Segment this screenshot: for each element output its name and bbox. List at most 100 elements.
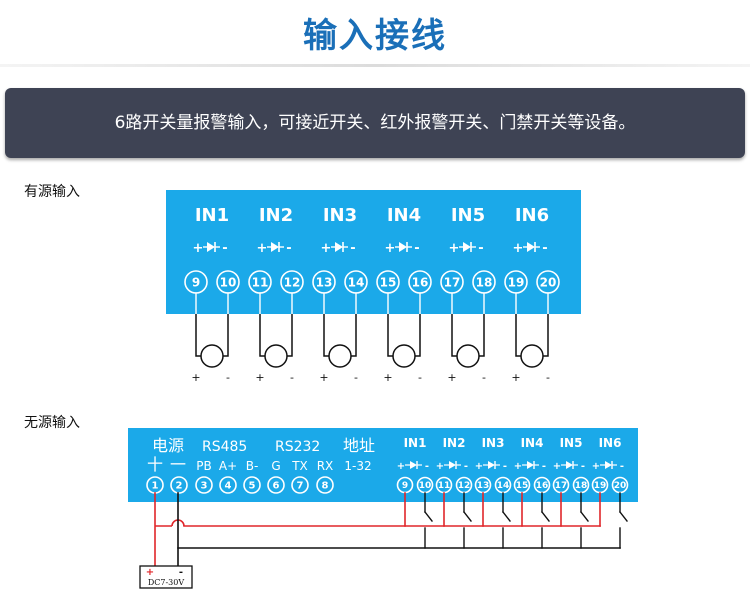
sublabel-十: 十 <box>147 455 163 474</box>
sensor-wire-left <box>259 314 265 357</box>
terminal-number: 20 <box>614 481 627 491</box>
sensor-wire-right <box>223 314 229 357</box>
polarity-minus: - <box>546 371 550 384</box>
sublabel-G: G <box>271 459 280 473</box>
diode-triangle <box>463 242 471 252</box>
sublabel-1-32: 1-32 <box>344 459 371 473</box>
diode-minus: - <box>542 241 547 256</box>
passive-channel-IN1: IN1 <box>404 436 427 450</box>
terminal-number: 6 <box>273 481 280 492</box>
diode-minus: - <box>414 241 419 256</box>
switch-blade <box>580 511 589 522</box>
diode-plus: + <box>321 241 332 256</box>
sensor-wire-left <box>195 314 201 357</box>
active-channel-IN4: IN4 <box>387 205 421 226</box>
supply-plus: + <box>146 567 154 578</box>
terminal-number: 19 <box>508 275 525 289</box>
diode-plus: + <box>397 461 405 472</box>
terminal-number: 2 <box>176 481 183 492</box>
terminal-3 <box>195 476 213 494</box>
active-channel-IN6: IN6 <box>515 205 549 226</box>
sensor-wire-left <box>451 314 457 357</box>
terminal-number: 4 <box>225 481 232 492</box>
page-title: 输入接线 <box>303 16 447 56</box>
terminal-number: 11 <box>252 275 269 289</box>
polarity-plus: + <box>255 371 264 384</box>
diode-triangle <box>399 242 407 252</box>
terminal-6 <box>267 476 285 494</box>
diode-minus: - <box>503 461 507 472</box>
passive-channel-IN4: IN4 <box>521 436 544 450</box>
passive-channel-IN3: IN3 <box>482 436 505 450</box>
diode-triangle <box>605 461 612 469</box>
passive-channel-IN2: IN2 <box>443 436 466 450</box>
diode-triangle <box>488 461 495 469</box>
diode-plus: + <box>553 461 561 472</box>
terminal-8 <box>316 476 334 494</box>
polarity-plus: + <box>191 371 200 384</box>
polarity-plus: + <box>383 371 392 384</box>
group-address: 地址 <box>343 436 375 455</box>
terminal-number: 10 <box>419 481 432 491</box>
diode-plus: + <box>385 241 396 256</box>
terminal-number: 1 <box>152 481 159 492</box>
terminal-number: 13 <box>316 275 333 289</box>
group-rs485: RS485 <box>202 439 247 455</box>
diode-triangle <box>271 242 279 252</box>
passive-channel-IN5: IN5 <box>560 436 583 450</box>
diode-plus: + <box>513 241 524 256</box>
active-diode-IN5: +- <box>449 241 484 256</box>
diode-triangle <box>527 242 535 252</box>
terminal-number: 14 <box>348 275 365 289</box>
title-divider <box>0 64 750 67</box>
switch-blade <box>619 511 628 522</box>
terminal-number: 9 <box>192 275 200 289</box>
passive-diode-IN1: +- <box>397 461 429 472</box>
sublabel-B-: B- <box>246 459 259 473</box>
active-channel-IN2: IN2 <box>259 205 293 226</box>
active-sensor-IN2 <box>264 344 288 368</box>
terminal-number: 9 <box>402 481 408 491</box>
terminal-number: 17 <box>444 275 461 289</box>
polarity-plus: + <box>447 371 456 384</box>
passive-input-label: 无源输入 <box>24 415 80 431</box>
polarity-minus: - <box>418 371 422 384</box>
active-sensor-IN3 <box>328 344 352 368</box>
terminal-2 <box>170 476 188 494</box>
polarity-plus: + <box>511 371 520 384</box>
active-channel-IN5: IN5 <box>451 205 485 226</box>
banner-text: 6路开关量报警输入，可接近开关、红外报警开关、门禁开关等设备。 <box>114 113 636 133</box>
diode-minus: - <box>478 241 483 256</box>
terminal-number: 15 <box>380 275 397 289</box>
active-diode-IN4: +- <box>385 241 420 256</box>
active-diode-IN2: +- <box>257 241 292 256</box>
passive-diode-IN2: +- <box>436 461 468 472</box>
diode-triangle <box>527 461 534 469</box>
terminal-number: 15 <box>516 481 529 491</box>
terminal-number: 10 <box>220 275 237 289</box>
passive-diode-IN6: +- <box>592 461 624 472</box>
passive-diode-IN4: +- <box>514 461 546 472</box>
diode-minus: - <box>350 241 355 256</box>
sensor-wire-right <box>351 314 357 357</box>
diode-triangle <box>566 461 573 469</box>
terminal-number: 3 <box>201 481 208 492</box>
active-diode-IN3: +- <box>321 241 356 256</box>
supply-minus: - <box>179 567 183 578</box>
sublabel-一: 一 <box>170 455 186 474</box>
diode-plus: + <box>257 241 268 256</box>
terminal-number: 14 <box>497 481 510 491</box>
sensor-wire-left <box>323 314 329 357</box>
active-channel-IN3: IN3 <box>323 205 357 226</box>
diode-plus: + <box>193 241 204 256</box>
diode-minus: - <box>542 461 546 472</box>
active-diode-IN1: +- <box>193 241 228 256</box>
active-sensor-IN4 <box>392 344 416 368</box>
terminal-number: 12 <box>458 481 471 491</box>
passive-diode-IN3: +- <box>475 461 507 472</box>
sublabel-TX: TX <box>291 459 308 473</box>
passive-channel-IN6: IN6 <box>599 436 622 450</box>
terminal-number: 13 <box>477 481 490 491</box>
terminal-number: 11 <box>438 481 451 491</box>
